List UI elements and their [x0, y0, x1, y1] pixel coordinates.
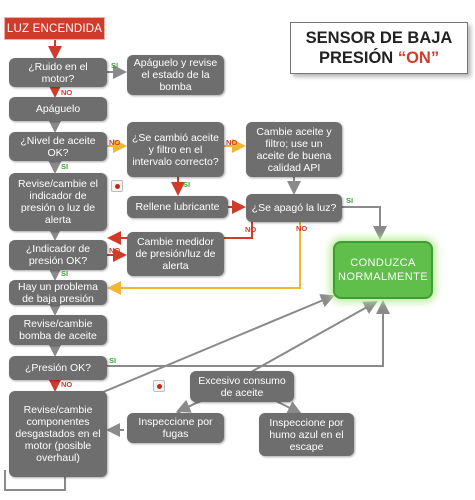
node-insp-humo: Inspeccione por humo azul en el escape — [259, 413, 354, 456]
label-no: NO — [61, 88, 73, 97]
title-line1: SENSOR DE BAJA — [305, 29, 453, 47]
node-excesivo: Excesivo consumo de aceite — [190, 371, 294, 402]
node-ruido: ¿Ruido en el motor? — [9, 58, 107, 87]
label-si: SI — [183, 180, 191, 189]
arrow-seapago-si — [342, 206, 387, 240]
node-presion-ok: ¿Presión OK? — [9, 356, 107, 380]
warning-light-icon — [153, 380, 165, 392]
start-node: LUZ ENCENDIDA — [4, 17, 105, 40]
label-no: NO — [245, 225, 257, 234]
title-on: “ON” — [397, 49, 440, 67]
node-insp-fugas: Inspeccione por fugas — [127, 413, 224, 443]
label-no: NO — [61, 380, 73, 389]
label-no: NO — [109, 138, 121, 147]
node-apaguelo: Apáguelo — [9, 97, 107, 121]
node-cambie-aceite: Cambie aceite y filtro; use un aceite de… — [246, 122, 342, 177]
node-apaguelo-revise: Apáguelo y revise el estado de la bomba — [127, 55, 224, 95]
warning-light-icon — [111, 180, 123, 192]
label-si: SI — [61, 162, 69, 171]
label-no: NO — [226, 138, 238, 147]
node-rellene: Rellene lubricante — [127, 196, 228, 218]
arrow-componentes-to-drive — [95, 294, 335, 396]
node-nivel-aceite: ¿Nivel de aceite OK? — [9, 132, 107, 161]
label-si: SI — [346, 196, 354, 205]
label-no: NO — [109, 246, 121, 255]
node-indicador-ok: ¿Indicador de presión OK? — [9, 240, 107, 270]
node-revise-componentes: Revise/cambie componentes desgastados en… — [9, 391, 107, 477]
label-si: SI — [111, 61, 119, 70]
drive-normally-node: CONDUZCA NORMALMENTE — [333, 241, 433, 299]
diagram-title: SENSOR DE BAJA PRESIÓN “ON” — [290, 22, 468, 74]
label-no: NO — [296, 224, 308, 233]
node-cambie-medidor: Cambie medidor de presión/luz de alerta — [127, 232, 224, 276]
node-revise-indicador: Revise/cambie el indicador de presión o … — [9, 173, 107, 231]
arrow-seapago-no-to-hay — [107, 222, 301, 295]
arrow-loop-start — [4, 470, 66, 491]
node-se-apago: ¿Se apagó la luz? — [246, 194, 342, 222]
label-si: SI — [109, 356, 117, 365]
node-hay-problema: Hay un problema de baja presión — [9, 280, 107, 305]
node-revise-bomba: Revise/cambie bomba de aceite — [9, 315, 107, 345]
node-se-cambio: ¿Se cambió aceite y filtro en el interva… — [127, 122, 224, 177]
title-line2: PRESIÓN — [318, 49, 394, 67]
label-si: SI — [61, 269, 69, 278]
arrow-presion-si — [107, 300, 390, 367]
